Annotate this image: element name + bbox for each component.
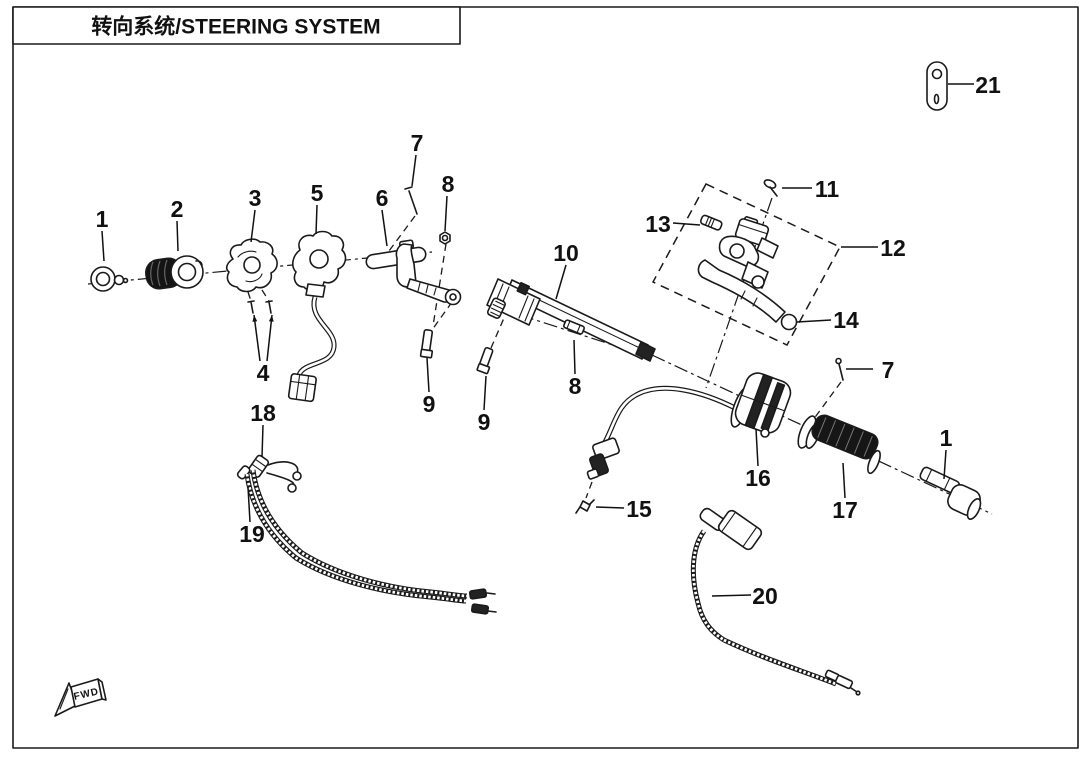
page-title: 转向系统/STEERING SYSTEM xyxy=(91,14,380,38)
callout-leader-9 xyxy=(426,357,430,393)
part-6-lever-arm xyxy=(395,239,462,306)
part-2-grip-left xyxy=(145,255,204,290)
part-number-19: 19 xyxy=(239,521,265,547)
callout-leader-4 xyxy=(253,314,261,362)
part-10-steering-stem xyxy=(486,278,656,362)
part-number-2: 2 xyxy=(171,196,184,222)
part-number-5: 5 xyxy=(311,180,324,206)
part-number-1: 1 xyxy=(940,425,953,451)
guide-screw7-left xyxy=(388,215,416,252)
guide-nut8-left xyxy=(432,243,447,327)
part-9-bolt-left xyxy=(419,329,434,359)
part-7-screw-right xyxy=(835,357,844,381)
guide-screws4 xyxy=(247,289,270,302)
guide-bolt9-left xyxy=(431,301,453,331)
part-21-pin xyxy=(926,61,948,111)
callout-leader-20 xyxy=(711,594,752,597)
callout-leader-10 xyxy=(555,264,567,300)
callout-leader-16 xyxy=(755,428,759,467)
part-number-20: 20 xyxy=(752,583,778,609)
callout-leader-5 xyxy=(315,204,318,235)
callout-leader-8 xyxy=(573,339,576,375)
part-number-17: 17 xyxy=(832,497,858,523)
part-11-bolt xyxy=(763,179,778,197)
callout-leader-9 xyxy=(483,375,487,411)
part-number-11: 11 xyxy=(815,176,840,202)
part-16-throttle-housing xyxy=(601,372,792,446)
part-13-pin xyxy=(699,214,723,231)
callout-arrowhead xyxy=(252,315,258,322)
part-number-21: 21 xyxy=(975,72,1001,98)
part-20-throttle-cable xyxy=(690,507,861,696)
callout-leader-1 xyxy=(943,449,947,480)
part-14-brake-lever xyxy=(697,259,798,331)
page-border xyxy=(12,6,1079,749)
callout-leader-8 xyxy=(444,195,448,232)
part-12-assembly-box xyxy=(651,183,842,346)
fwd-arrow: FWD xyxy=(54,678,107,717)
part-number-16: 16 xyxy=(745,465,771,491)
callout-leader-15 xyxy=(595,506,625,509)
part-15-screw xyxy=(575,499,595,514)
callout-leader-1 xyxy=(101,230,105,262)
part-4-screws xyxy=(247,300,273,314)
part-17-grip-right xyxy=(797,414,881,475)
part-number-3: 3 xyxy=(249,185,262,211)
callout-leader-7 xyxy=(411,154,417,187)
part-number-15: 15 xyxy=(626,496,652,522)
part-7-screw-left xyxy=(404,186,418,215)
part-number-8: 8 xyxy=(442,171,455,197)
part-8-bolt-center xyxy=(563,319,585,335)
title-box xyxy=(12,6,461,45)
part-number-1: 1 xyxy=(96,206,109,232)
callout-leader-17 xyxy=(842,462,846,499)
part-19-cable xyxy=(236,465,497,615)
part-number-7: 7 xyxy=(882,357,895,383)
part-1-bar-end-right xyxy=(919,466,982,520)
callout-leader-3 xyxy=(250,209,256,243)
callout-leader-14 xyxy=(796,319,832,323)
part-8-nut-left xyxy=(439,231,451,245)
part-number-12: 12 xyxy=(880,235,906,261)
part-number-9: 9 xyxy=(423,391,436,417)
part-number-7: 7 xyxy=(411,130,424,156)
part-number-6: 6 xyxy=(376,185,389,211)
part-number-4: 4 xyxy=(257,360,270,386)
guide-bolt9-center xyxy=(490,317,505,349)
callout-leader-2 xyxy=(176,220,179,252)
part-number-9: 9 xyxy=(478,409,491,435)
part-1-bar-end-left xyxy=(90,266,129,292)
part-5-switch-housing-right xyxy=(287,230,347,403)
part-3-switch-housing-left xyxy=(225,238,278,293)
part-number-13: 13 xyxy=(645,211,671,237)
part-6-handlebar-tube xyxy=(365,246,427,270)
part-number-8: 8 xyxy=(569,373,582,399)
part-number-10: 10 xyxy=(553,240,579,266)
callout-leader-13 xyxy=(672,222,701,226)
callout-leader-6 xyxy=(381,209,388,247)
part-12-master-cylinder xyxy=(718,216,779,289)
part-number-18: 18 xyxy=(250,400,276,426)
callout-leader-18 xyxy=(261,424,264,458)
guide-screw7-right xyxy=(812,381,842,421)
part-number-14: 14 xyxy=(833,307,859,333)
part-5-cable-connector xyxy=(287,373,317,403)
guide-screw15 xyxy=(585,481,593,499)
callout-leader-4 xyxy=(266,314,273,362)
part-16-cable-connector xyxy=(586,437,620,480)
part-9-bolt-center xyxy=(476,346,494,375)
callout-arrowhead xyxy=(268,315,274,322)
callout-leader-19 xyxy=(247,486,251,523)
